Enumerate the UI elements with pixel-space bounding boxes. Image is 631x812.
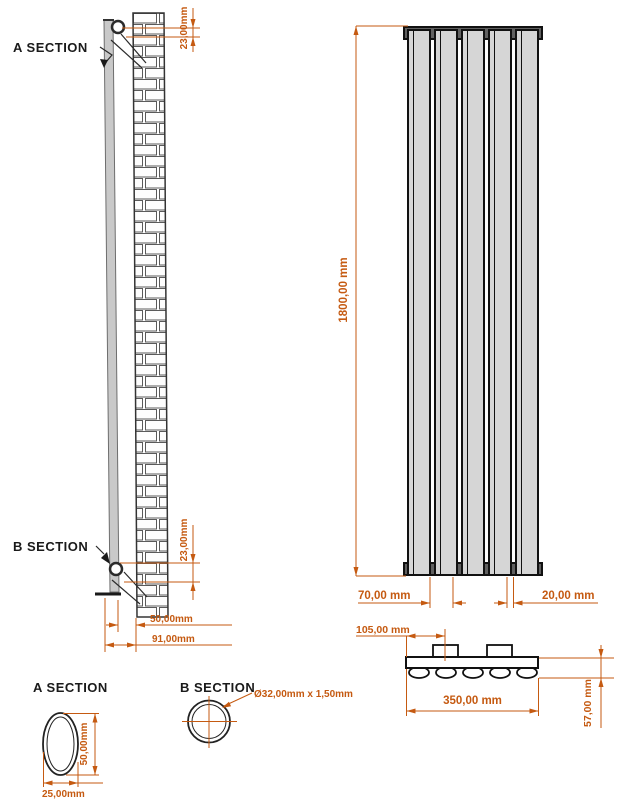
dim-total-width: 350,00 mm (406, 669, 539, 716)
dim-tube-diameter: Ø32,00mm x 1,50mm (222, 689, 353, 708)
svg-text:25,00mm: 25,00mm (42, 789, 85, 800)
svg-text:105,00 mm: 105,00 mm (356, 624, 410, 636)
side-view: A SECTION B SECTION 23,00mm 23,00mm (13, 6, 232, 652)
dim-depth: 57,00 mm (539, 645, 614, 728)
radiator-panel-side (103, 19, 120, 593)
top-view: 105,00 mm 350,00 mm 57,00 mm (356, 624, 614, 728)
svg-text:Ø32,00mm x 1,50mm: Ø32,00mm x 1,50mm (254, 689, 353, 700)
svg-text:23,00mm: 23,00mm (179, 518, 190, 561)
oval-tube-inner (46, 716, 75, 772)
side-label-a-section: A SECTION (13, 40, 88, 55)
svg-text:50,00mm: 50,00mm (79, 722, 90, 765)
svg-text:70,00 mm: 70,00 mm (358, 590, 410, 602)
dim-wall-distance: 50,00mm (106, 614, 232, 628)
connection-stub-right (486, 644, 513, 658)
svg-text:1800,00 mm: 1800,00 mm (338, 257, 350, 322)
front-view: 1800,00 mm 70,00 mm 20,00 mm (338, 25, 598, 608)
dim-height: 1800,00 mm (338, 25, 408, 577)
top-view-bar (405, 656, 539, 669)
dim-tube-width: 25,00mm (42, 752, 103, 800)
oval-tube-outer (42, 712, 79, 776)
mounting-bracket-bottom (108, 561, 148, 605)
dim-tube-height: 50,00mm (63, 713, 99, 776)
svg-text:50,00mm: 50,00mm (150, 614, 193, 625)
dim-total-depth: 91,00mm (105, 634, 232, 648)
section-a-title: A SECTION (33, 680, 108, 695)
svg-text:57,00 mm: 57,00 mm (582, 679, 594, 727)
svg-text:23,00mm: 23,00mm (179, 6, 190, 49)
svg-text:91,00mm: 91,00mm (152, 634, 195, 645)
tube-centerlines (182, 696, 237, 748)
leader-b-section (95, 545, 110, 564)
svg-text:350,00 mm: 350,00 mm (443, 695, 502, 707)
dim-panel-width: 70,00 mm (358, 590, 466, 606)
radiator-panels (407, 29, 539, 576)
oval-tubes (408, 666, 538, 679)
dim-connection-offset: 105,00 mm (356, 624, 446, 661)
brick-wall (132, 12, 169, 618)
svg-text:20,00 mm: 20,00 mm (542, 590, 594, 602)
dim-bracket-offset-top: 23,00mm (122, 6, 200, 52)
leader-a-section (99, 46, 113, 68)
side-label-b-section: B SECTION (13, 539, 88, 554)
dim-panel-gap: 20,00 mm (494, 590, 598, 606)
section-b-detail: B SECTION Ø32,00mm x 1,50mm (180, 680, 353, 748)
dim-bracket-offset-bottom: 23,00mm (120, 518, 200, 600)
mounting-bracket-top (110, 19, 147, 69)
section-b-title: B SECTION (180, 680, 255, 695)
section-a-detail: A SECTION 50,00mm 25,00mm (33, 680, 108, 800)
